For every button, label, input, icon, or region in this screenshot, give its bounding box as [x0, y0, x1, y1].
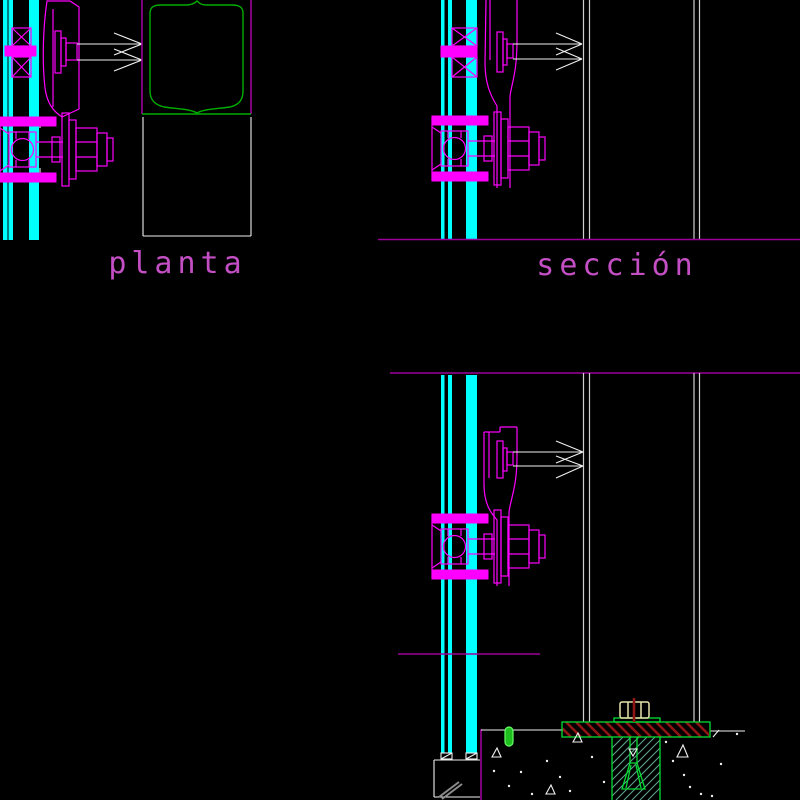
bolt-rod-arrows-section-upper	[513, 32, 583, 71]
plan-view-label: planta	[108, 246, 247, 281]
concrete-speckles	[491, 731, 739, 798]
anchor-bracket-section-lower	[483, 426, 518, 586]
detail-section-lower	[390, 372, 800, 800]
anchor-wedge-foot	[621, 762, 646, 790]
anchor-bracket-plan	[42, 0, 80, 118]
glazing-spacer-plan	[4, 27, 37, 78]
detail-plan-view	[0, 0, 252, 240]
anchor-bolt-head	[619, 698, 650, 722]
glass-end-caps	[440, 752, 478, 760]
anchor-dowel	[504, 726, 514, 747]
spider-fitting-plan	[0, 112, 114, 187]
column-lines-upper	[582, 0, 701, 239]
column-below-plan	[142, 117, 252, 237]
embedded-anchor-block	[611, 737, 661, 800]
anchor-bracket-section-upper	[484, 0, 518, 188]
detail-section-upper	[378, 0, 800, 241]
column-profile-plan	[141, 0, 252, 115]
section-view-label: sección	[536, 248, 698, 283]
break-mark	[438, 781, 463, 800]
column-lines-lower	[582, 373, 701, 722]
concrete-top-line	[481, 729, 745, 738]
bolt-rod-arrows-section-lower	[513, 440, 584, 479]
glazing-spacer-section	[440, 27, 478, 78]
sill-frame	[433, 729, 482, 800]
bolt-rod-arrows-plan	[77, 32, 143, 72]
anchor-rod-marker	[628, 748, 638, 758]
